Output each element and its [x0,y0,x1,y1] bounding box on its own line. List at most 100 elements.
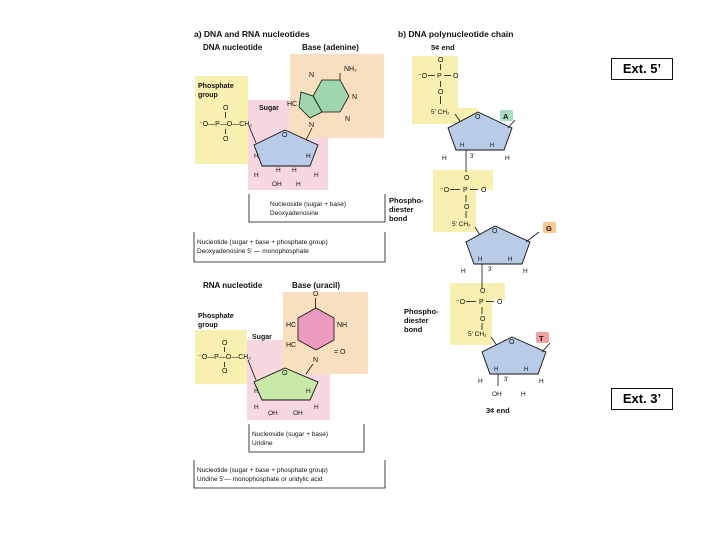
chain-p3-o-right: O [497,299,503,306]
chain-p1-p: P [437,73,442,80]
uracil-n: N [313,357,318,364]
phosphodiester-label-1a: Phospho- [389,196,424,205]
chain-sugar3-h-b: H [524,367,528,373]
chain-p3-ch2: 5' CH₂ [468,331,487,338]
chain-sugar2-h-d: H [523,268,528,275]
phosphodiester-label-2b: diester [404,316,429,325]
dna-sugar-h6: H [314,172,319,179]
chain-sugar3-3prime: 3' [504,377,508,383]
panel-a-title: a) DNA and RNA nucleotides [194,29,310,39]
uracil-c-eq-o: = O [334,349,346,356]
dna-phosphate-label-2: group [198,92,218,99]
chain-sugar2-o: O [492,228,498,235]
chain-p2-o-right: O [481,187,487,194]
adenine-n9: N [309,122,314,129]
rna-sugar-o: O [282,370,288,377]
rna-nucleotide-line2: Uridine 5'— monophosphate or uridylic ac… [197,476,323,483]
dna-nucleoside-line1: Nucleoside (sugar + base) [270,201,346,208]
phosphodiester-label-1c: bond [389,214,408,223]
rna-phosphate-o-top: O [222,340,228,347]
dna-sugar-h3: H [254,172,259,179]
chain-p2-p: P [463,187,468,194]
chain-p2-neg-o: ⁻O [440,187,450,194]
chain-p1-o-bottom: O [438,89,444,96]
dna-sugar-label: Sugar [259,105,279,112]
chain-sugar2-3prime: 3' [488,267,492,273]
three-prime-end: 3¢ end [486,406,510,415]
chain-sugar3-h-e: H [521,391,526,398]
dna-sugar-h2: H [306,153,311,160]
adenine-five-ring [298,91,323,119]
chain-sugar1-o: O [475,114,481,121]
dna-nucleotide-line1: Nucleotide (sugar + base + phosphate gro… [197,239,328,246]
base-tag-t [536,332,549,343]
dna-sugar-h1: H [254,153,259,160]
rna-phosphate-o-bottom: O [222,368,228,375]
base-tag-a [500,110,513,121]
chain-sugar1-h-b: H [490,143,494,149]
dna-phosphate-o-top: O [223,105,229,112]
rna-sugar-h1: H [254,388,259,395]
chain-sugar3-oh: OH [492,391,502,398]
chain-phosphate-panel-2 [433,170,493,232]
dna-sugar-ring [253,129,319,167]
dna-base-label: Base (adenine) [302,43,359,52]
phosphodiester-label-2c: bond [404,325,423,334]
rna-nucleotide-bracket [193,460,386,489]
rna-base-label: Base (uracil) [292,281,340,290]
ext-3-badge: Ext. 3’ [611,388,673,410]
chain-sugar-1 [447,111,513,151]
chain-sugar3-h-c: H [478,378,483,385]
ext-5-badge: Ext. 5’ [611,58,673,80]
rna-nucleoside-bracket [248,424,365,453]
chain-sugar1-h-a: H [460,143,464,149]
adenine-hc: HC [287,101,297,108]
base-a-label: A [503,112,509,121]
dna-phosphate-panel [195,76,248,164]
chain-sugar1-h-d: H [505,155,510,162]
rna-nucleotide-line1: Nucleotide (sugar + base + phosphate gro… [197,467,328,474]
chain-p3-p: P [479,299,484,306]
dna-phosphate-chain: ⁻O—P—O—CH₂ [199,121,252,128]
base-t-label: T [539,334,544,343]
dna-phosphate-label: Phosphate [198,83,234,90]
chain-p3-o-top: O [480,288,486,295]
rna-sugar-oh1: OH [268,410,278,417]
phosphodiester-label-2a: Phospho- [404,307,439,316]
five-prime-end: 5¢ end [431,43,455,52]
chain-p1-ch2: 5' CH₂ [431,109,450,116]
dna-nucleotide-line2: Deoxyadenosine 5' — monophosphate [197,248,309,255]
adenine-n3: N [345,116,350,123]
chain-p1-o-top: O [438,57,444,64]
dna-sugar-oh: OH [272,181,282,188]
rna-nucleoside-line1: Nucleoside (sugar + base) [252,431,328,438]
chain-sugar3-h-d: H [539,378,544,385]
chain-p1-neg-o: ⁻O [418,73,428,80]
chain-p2-o-bottom: O [464,204,470,211]
dna-nucleotide-heading: DNA nucleotide [203,43,263,52]
chain-sugar2-h-b: H [508,257,512,263]
chain-sugar2-h-c: H [461,268,466,275]
uracil-hc2: HC [286,342,296,349]
chain-phosphate-panel-3 [450,283,505,345]
dna-sugar-h5: H [292,167,297,174]
uracil-nh: NH [337,322,347,329]
phosphodiester-label-1b: diester [389,205,414,214]
chain-p3-neg-o: ⁻O [456,299,466,306]
dna-phosphate-o-bottom: O [223,136,229,143]
rna-phosphate-panel [195,330,247,384]
base-tag-g [543,222,556,233]
chain-p2-ch2: 5' CH₂ [452,221,471,228]
dna-sugar-o: O [282,132,288,139]
rna-sugar-h4: H [314,404,319,411]
panel-b-title: b) DNA polynucleotide chain [398,29,513,39]
dna-sugar-h7: H [296,181,301,188]
rna-sugar-h2: H [306,388,311,395]
rna-sugar-oh2: OH [293,410,303,417]
chain-sugar3-h-a: H [494,367,498,373]
rna-phosphate-label: Phosphate [198,313,234,320]
rna-phosphate-chain: ⁻O—P—O—CH₂ [198,354,251,361]
adenine-n1: N [352,94,357,101]
chain-sugar1-3prime: 3' [470,154,474,160]
